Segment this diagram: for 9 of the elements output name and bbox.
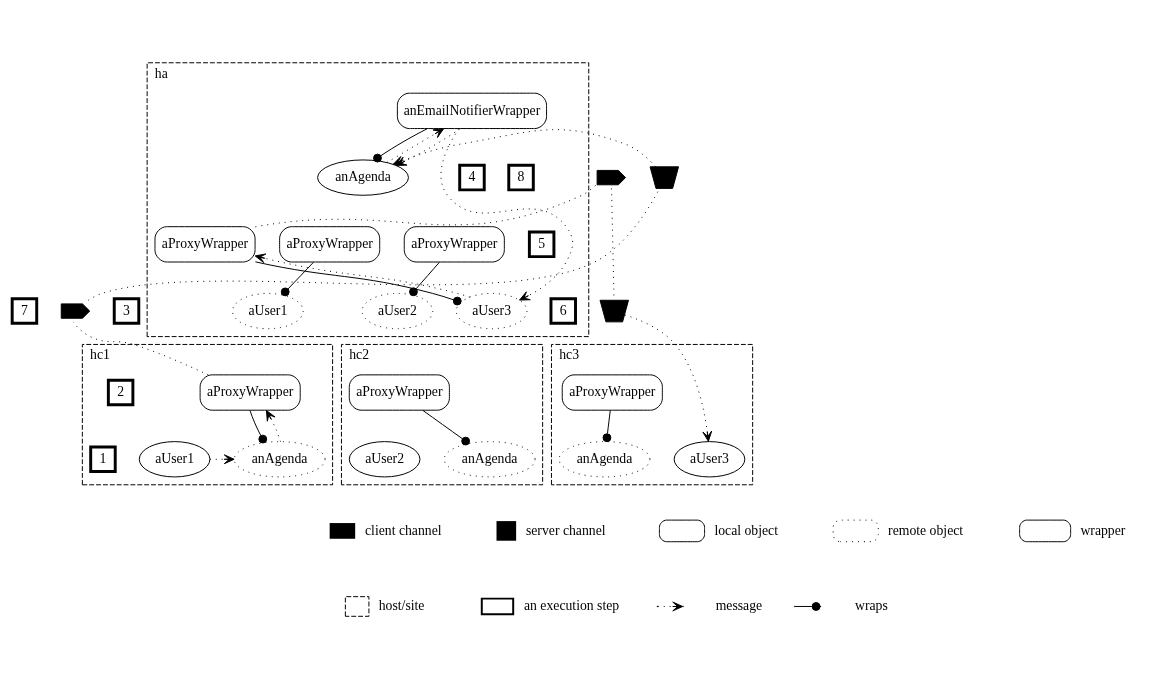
legend-label: wraps	[855, 597, 888, 613]
legend-label: an execution step	[523, 597, 620, 613]
legend-label: local object	[714, 522, 779, 538]
legend-label: client channel	[364, 522, 442, 538]
legend-label: host/site	[378, 597, 425, 613]
legend-label: message	[715, 597, 763, 613]
legend-label: remote object	[888, 522, 964, 538]
legend-label: server channel	[525, 522, 606, 538]
legend-label: wrapper	[1080, 522, 1126, 538]
